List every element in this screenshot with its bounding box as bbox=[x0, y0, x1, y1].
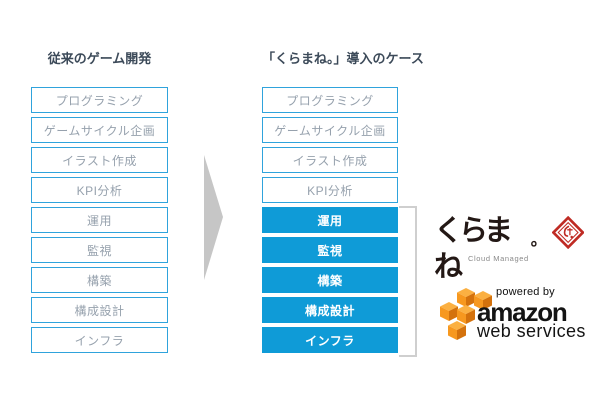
aws-amazon-wordmark: amazon bbox=[477, 297, 568, 327]
process-box-left-configuration-design: 構成設計 bbox=[31, 297, 168, 323]
process-box-right-game-cycle-planning: ゲームサイクル企画 bbox=[262, 117, 398, 143]
highlight-group-bracket bbox=[399, 206, 417, 357]
process-box-right-operation-highlighted: 運用 bbox=[262, 207, 398, 233]
aws-logo-text: powered by amazon web services bbox=[477, 286, 586, 340]
right-column-boxes: プログラミング ゲームサイクル企画 イラスト作成 KPI分析 運用 監視 構築 … bbox=[262, 87, 398, 353]
left-column: 従来のゲーム開発 プログラミング ゲームサイクル企画 イラスト作成 KPI分析 … bbox=[31, 50, 168, 353]
aws-boxes-icon bbox=[440, 288, 492, 340]
process-box-left-illustration: イラスト作成 bbox=[31, 147, 168, 173]
aws-logo: powered by amazon web services bbox=[440, 286, 590, 346]
kuramane-wordmark-row: くらまね 。 bbox=[434, 212, 584, 284]
process-box-left-kpi-analysis: KPI分析 bbox=[31, 177, 168, 203]
process-box-left-monitoring: 監視 bbox=[31, 237, 168, 263]
process-box-right-illustration: イラスト作成 bbox=[262, 147, 398, 173]
process-box-right-monitoring-highlighted: 監視 bbox=[262, 237, 398, 263]
process-box-left-infrastructure: インフラ bbox=[31, 327, 168, 353]
process-box-right-construction-highlighted: 構築 bbox=[262, 267, 398, 293]
process-box-left-operation: 運用 bbox=[31, 207, 168, 233]
aws-web-services-label: web services bbox=[477, 321, 586, 341]
kuramane-subtitle: Cloud Managed bbox=[468, 254, 529, 263]
process-box-left-programming: プログラミング bbox=[31, 87, 168, 113]
process-box-right-infrastructure-highlighted: インフラ bbox=[262, 327, 398, 353]
process-box-left-construction: 構築 bbox=[31, 267, 168, 293]
process-box-right-configuration-design-highlighted: 構成設計 bbox=[262, 297, 398, 323]
kuramane-period: 。 bbox=[530, 230, 547, 249]
right-column: 「くらまね。」導入のケース プログラミング ゲームサイクル企画 イラスト作成 K… bbox=[262, 50, 424, 353]
kuramane-wordmark: くらまね bbox=[434, 213, 513, 283]
process-box-right-programming: プログラミング bbox=[262, 87, 398, 113]
process-box-right-kpi-analysis: KPI分析 bbox=[262, 177, 398, 203]
kuramane-logo: くらまね 。 Cloud Managed bbox=[434, 212, 584, 283]
process-box-left-game-cycle-planning: ゲームサイクル企画 bbox=[31, 117, 168, 143]
arrow-right-icon bbox=[204, 155, 223, 280]
right-column-title: 「くらまね。」導入のケース bbox=[262, 51, 424, 66]
kuramane-seal-icon bbox=[551, 216, 584, 249]
left-column-boxes: プログラミング ゲームサイクル企画 イラスト作成 KPI分析 運用 監視 構築 … bbox=[31, 87, 168, 353]
left-column-title: 従来のゲーム開発 bbox=[47, 51, 152, 66]
aws-powered-by-label: powered by bbox=[496, 286, 555, 298]
